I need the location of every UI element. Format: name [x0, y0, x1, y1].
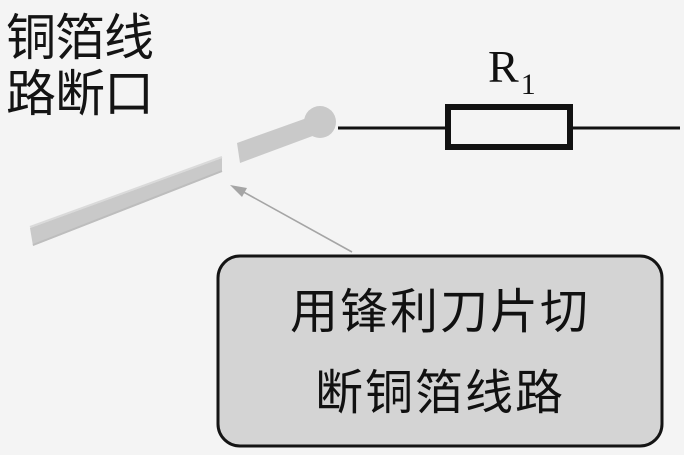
callout-box [216, 254, 664, 448]
pointer-arrowhead [230, 185, 247, 197]
resistor-label: R1 [488, 41, 536, 101]
resistor-r1-body [445, 104, 573, 150]
copper-trace-pad [304, 106, 336, 138]
copper-trace-shadow-left [32, 170, 223, 246]
callout-text-line-2: 断铜箔线路 [314, 365, 565, 421]
break-label-line-1: 铜箔线 [6, 9, 154, 67]
copper-trace-edge-left [29, 156, 223, 228]
pointer-line [239, 189, 353, 253]
callout-text-line-1: 用锋利刀片切 [289, 284, 590, 340]
break-label-line-2: 路断口 [6, 65, 154, 123]
resistor-label-subscript: 1 [521, 68, 536, 101]
copper-trace-segment-left [30, 158, 222, 246]
resistor-label-letter: R [488, 41, 519, 92]
copper-trace-segment-right [237, 114, 318, 163]
